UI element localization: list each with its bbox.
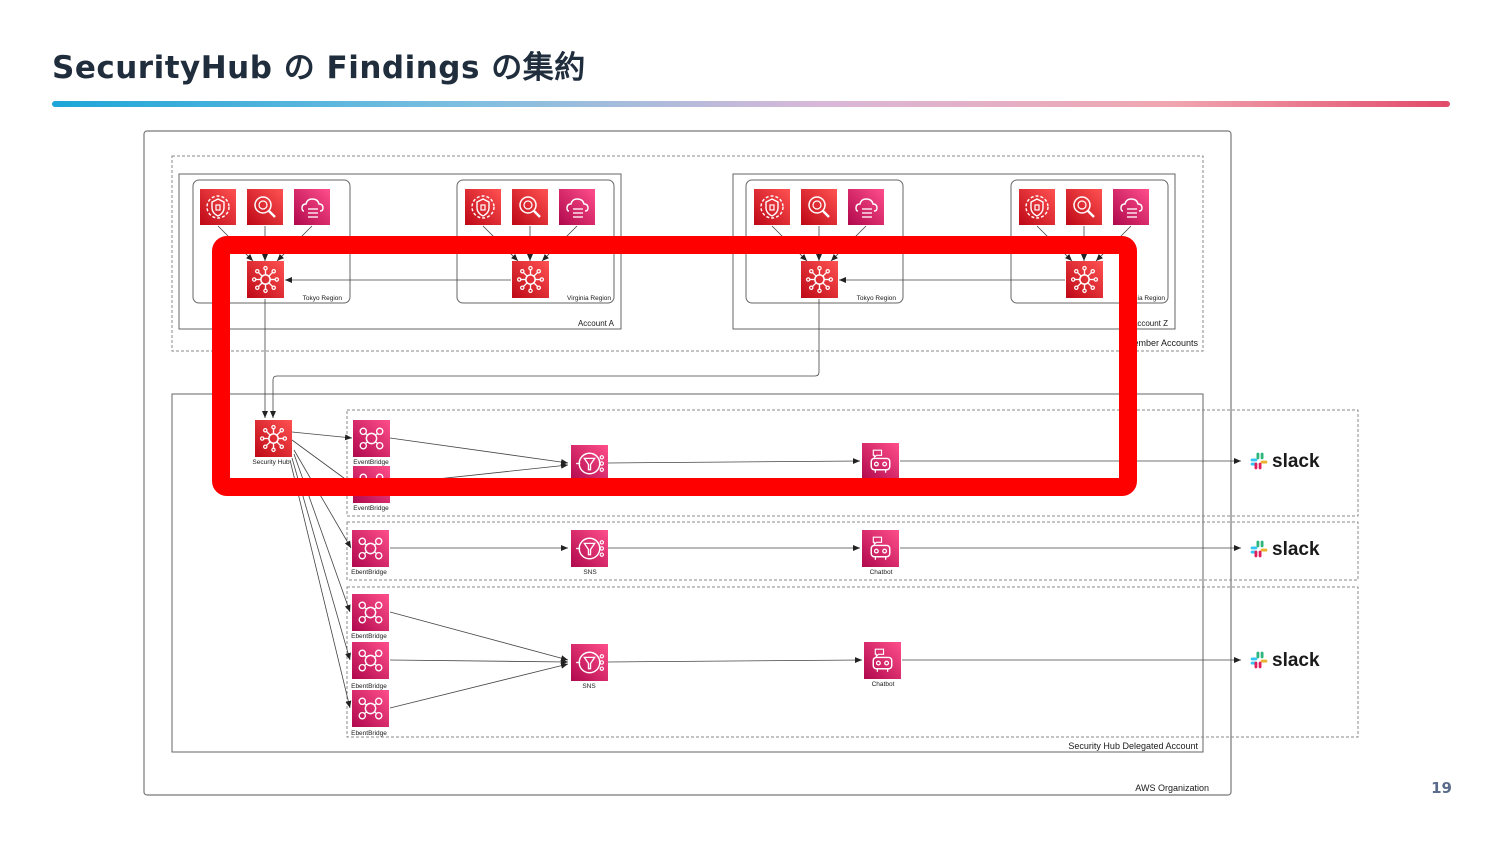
- service-label: Security Hub: [252, 459, 290, 466]
- securityhub-icon: [801, 261, 838, 298]
- region-label: Tokyo Region: [303, 295, 343, 302]
- notification-group-2: [346, 521, 1359, 581]
- config-icon: [848, 189, 884, 225]
- title-underline: [52, 101, 1450, 107]
- page-number: 19: [1431, 779, 1452, 797]
- chatbot-icon: [864, 642, 901, 679]
- guardduty-icon: [465, 189, 501, 225]
- account-z-label: Account Z: [1132, 319, 1168, 328]
- service-label: EbentBridge: [351, 683, 387, 690]
- guardduty-icon: [1019, 189, 1055, 225]
- eventbridge-icon: [352, 530, 389, 567]
- inspector-icon: [1066, 189, 1102, 225]
- inspector-icon: [512, 189, 548, 225]
- sns-icon: [571, 445, 608, 482]
- delegated-security-hub: Security Hub: [252, 420, 292, 466]
- eventbridge-icon: [352, 642, 389, 679]
- config-icon: [559, 189, 595, 225]
- service-label: SNS: [582, 683, 596, 690]
- sns-nodes: SNS SNS: [571, 445, 608, 690]
- slide-title: SecurityHub の Findings の集約: [52, 50, 586, 86]
- highlight-box: [212, 236, 1137, 496]
- sns-icon: [571, 530, 608, 567]
- service-label: EbentBridge: [351, 569, 387, 576]
- guardduty-icon: [200, 189, 236, 225]
- region-label: Virginia Region: [567, 295, 611, 302]
- delegated-account-label: Security Hub Delegated Account: [1068, 741, 1198, 751]
- service-label: SNS: [583, 569, 597, 576]
- region-label: Tokyo Region: [857, 295, 897, 302]
- chatbot-nodes: Chatbot Chatbot: [862, 443, 901, 688]
- slack-icon: [1250, 452, 1268, 470]
- delegated-account-container: Security Hub Delegated Account: [171, 393, 1204, 753]
- securityhub-icon: [1066, 261, 1103, 298]
- sns-icon: [571, 644, 608, 681]
- member-accounts-container: Member Accounts: [171, 155, 1204, 352]
- service-label: EbentBridge: [351, 633, 387, 640]
- aws-organization-container: AWS Organization: [143, 130, 1232, 796]
- securityhub-icon: [512, 261, 549, 298]
- guardduty-icon: [754, 189, 790, 225]
- service-label: Chatbot: [870, 569, 893, 576]
- region-label: Virginia Region: [1121, 295, 1165, 302]
- slack-destination-2: slack: [1250, 539, 1320, 560]
- service-label: EventBridge: [353, 505, 389, 512]
- slack-label: slack: [1272, 451, 1320, 472]
- slack-icon: [1250, 651, 1268, 669]
- inspector-icon: [247, 189, 283, 225]
- inspector-icon: [801, 189, 837, 225]
- service-label: Chatbot: [872, 681, 895, 688]
- chatbot-icon: [862, 530, 899, 567]
- slack-icon: [1250, 540, 1268, 558]
- notification-group-3: [346, 586, 1359, 738]
- service-label: EbentBridge: [351, 730, 387, 737]
- slack-label: slack: [1272, 539, 1320, 560]
- config-icon: [294, 189, 330, 225]
- config-icon: [1113, 189, 1149, 225]
- account-a-label: Account A: [578, 319, 615, 328]
- eventbridge-icon: [352, 690, 389, 727]
- notification-group-1: [346, 409, 1359, 517]
- eventbridge-icon: [352, 594, 389, 631]
- slack-destination-1: slack: [1250, 451, 1320, 472]
- eventbridge-nodes: EventBridge EventBridge EbentBridge Eben…: [351, 420, 390, 737]
- eventbridge-icon: [353, 420, 390, 457]
- member-accounts-label: Member Accounts: [1126, 338, 1199, 348]
- service-label: EventBridge: [353, 459, 389, 466]
- chatbot-icon: [862, 443, 899, 480]
- slack-label: slack: [1272, 650, 1320, 671]
- organization-label: AWS Organization: [1135, 783, 1209, 793]
- securityhub-icon: [247, 261, 284, 298]
- securityhub-icon: [255, 420, 292, 457]
- slack-destination-3: slack: [1250, 650, 1320, 671]
